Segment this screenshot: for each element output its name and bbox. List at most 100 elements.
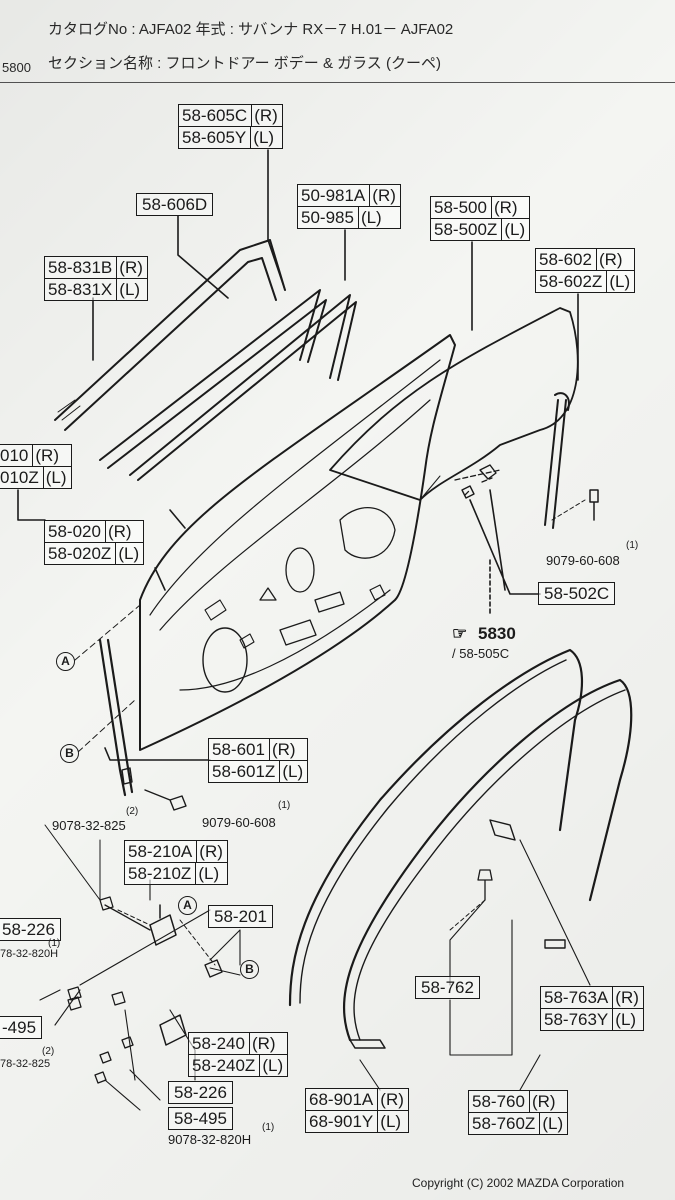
fastener-qty: (1) bbox=[48, 938, 61, 949]
fastener-qty: (1) bbox=[626, 540, 639, 551]
side-left: (L) bbox=[115, 543, 143, 564]
part-label-58-210: 58-210A(R) 58-210Z(L) bbox=[124, 840, 228, 885]
part-code: 58-020 bbox=[48, 522, 101, 541]
leader-502 bbox=[469, 489, 541, 595]
part-code: 58-601Z bbox=[212, 762, 276, 781]
part-label-58-500: 58-500(R) 58-500Z(L) bbox=[430, 196, 531, 241]
part-code: 58-605C bbox=[182, 106, 248, 125]
ref-marker-b-hinge: B bbox=[240, 960, 259, 979]
part-code: 010Z bbox=[0, 468, 39, 487]
part-code: 58-760Z bbox=[472, 1114, 536, 1133]
part-code: 50-985 bbox=[301, 208, 354, 227]
door-glass bbox=[329, 307, 579, 501]
side-left: (L) bbox=[259, 1055, 287, 1076]
part-label-58-763: 58-763A(R) 58-763Y(L) bbox=[540, 986, 644, 1031]
fastener-qty: (2) bbox=[42, 1046, 55, 1057]
part-code: 58-226 bbox=[174, 1083, 227, 1102]
door-shell bbox=[139, 334, 456, 751]
part-code: 58-601 bbox=[212, 740, 265, 759]
part-code: 58-210Z bbox=[128, 864, 192, 883]
copyright-notice: Copyright (C) 2002 MAZDA Corporation bbox=[412, 1176, 625, 1190]
side-right: (R) bbox=[595, 249, 627, 270]
part-code: 58-606D bbox=[142, 195, 208, 214]
side-left: (L) bbox=[116, 279, 144, 300]
leader-020b bbox=[154, 567, 166, 591]
fastener-code: 9078-32-825 bbox=[52, 818, 126, 833]
part-code: 58-763A bbox=[544, 988, 609, 1007]
section-title: セクション名称 : フロントドアー ボデー & ガラス (クーペ) bbox=[48, 55, 441, 72]
part-label-495-upper: -495 bbox=[0, 1016, 43, 1039]
part-label-58-606d: 58-606D bbox=[136, 193, 214, 216]
side-left: (L) bbox=[195, 863, 223, 884]
upper-hinge bbox=[149, 904, 177, 946]
fastener-code: 78-32-825 bbox=[0, 1058, 51, 1070]
part-code: 58-762 bbox=[421, 978, 474, 997]
side-right: (R) bbox=[528, 1091, 560, 1112]
leader-606 bbox=[177, 215, 229, 299]
side-right: (R) bbox=[251, 105, 282, 126]
fastener-code: 78-32-820H bbox=[0, 948, 59, 960]
part-code: 68-901A bbox=[309, 1090, 374, 1109]
part-label-58-201: 58-201 bbox=[208, 905, 273, 928]
part-code: 58-602 bbox=[539, 250, 592, 269]
part-label-58-240: 58-240(R) 58-240Z(L) bbox=[188, 1032, 289, 1077]
section-ref-arrow-icon: ☞ bbox=[452, 624, 468, 643]
side-right: (R) bbox=[612, 987, 643, 1008]
header-rule bbox=[0, 82, 675, 83]
part-code: 58-020Z bbox=[48, 544, 112, 563]
fastener-qty: (1) bbox=[262, 1122, 275, 1133]
ref-marker-b: B bbox=[60, 744, 79, 763]
part-label-58-760: 58-760(R) 58-760Z(L) bbox=[468, 1090, 569, 1135]
side-right: (R) bbox=[104, 521, 136, 542]
strip-981 bbox=[129, 294, 357, 481]
part-code: 58-495 bbox=[174, 1109, 227, 1128]
part-code: 58-502C bbox=[544, 584, 610, 603]
part-code: 58-605Y bbox=[182, 128, 247, 147]
leader-601 bbox=[104, 747, 211, 761]
part-label-50-981: 50-981A(R) 50-985(L) bbox=[297, 184, 401, 229]
part-label-58-020: 58-020(R) 58-020Z(L) bbox=[44, 520, 145, 565]
fastener-qty: (1) bbox=[278, 800, 291, 811]
part-label-58-502c: 58-502C bbox=[538, 582, 616, 605]
part-code: 68-901Y bbox=[309, 1112, 374, 1131]
fastener-code: 9078-32-820H bbox=[168, 1132, 252, 1147]
part-code: 58-500Z bbox=[434, 220, 498, 239]
side-left: (L) bbox=[377, 1111, 405, 1132]
rear-sash bbox=[544, 392, 570, 529]
part-code: 58-602Z bbox=[539, 272, 603, 291]
part-code: 58-500 bbox=[434, 198, 487, 217]
side-left: (L) bbox=[501, 219, 529, 240]
side-right: (R) bbox=[116, 257, 147, 278]
part-label-58-226-lower: 58-226 bbox=[168, 1081, 233, 1104]
side-left: (L) bbox=[279, 761, 307, 782]
side-left: (L) bbox=[539, 1113, 567, 1134]
part-code: 58-201 bbox=[214, 907, 267, 926]
part-label-58-762: 58-762 bbox=[415, 976, 480, 999]
part-code: 58-760 bbox=[472, 1092, 525, 1111]
part-label-58-226-upper: 58-226 bbox=[0, 918, 61, 941]
part-label-68-901: 68-901A(R) 68-901Y(L) bbox=[305, 1088, 409, 1133]
side-left: (L) bbox=[42, 467, 71, 488]
side-left: (L) bbox=[250, 127, 278, 148]
weatherstrip-inner bbox=[342, 678, 633, 1042]
side-right: (R) bbox=[490, 197, 522, 218]
part-label-010: 010(R) 010Z(L) bbox=[0, 444, 72, 489]
part-code: 58-831B bbox=[48, 258, 113, 277]
leader-605 bbox=[267, 149, 286, 291]
part-label-58-831: 58-831B(R) 58-831X(L) bbox=[44, 256, 148, 301]
leader-010 bbox=[17, 489, 46, 521]
part-label-58-495-lower: 58-495 bbox=[168, 1107, 233, 1130]
strip-831 bbox=[54, 239, 286, 431]
ref-marker-a: A bbox=[56, 652, 75, 671]
side-right: (R) bbox=[32, 445, 63, 466]
side-right: (R) bbox=[377, 1089, 408, 1110]
part-code: -495 bbox=[2, 1018, 37, 1037]
section-ref-sub: / 58-505C bbox=[452, 646, 510, 661]
side-right: (R) bbox=[196, 841, 227, 862]
part-code: 58-240Z bbox=[192, 1056, 256, 1075]
part-code: 58-210A bbox=[128, 842, 193, 861]
part-code: 58-226 bbox=[2, 920, 55, 939]
side-right: (R) bbox=[248, 1033, 280, 1054]
leader-020 bbox=[169, 509, 186, 529]
